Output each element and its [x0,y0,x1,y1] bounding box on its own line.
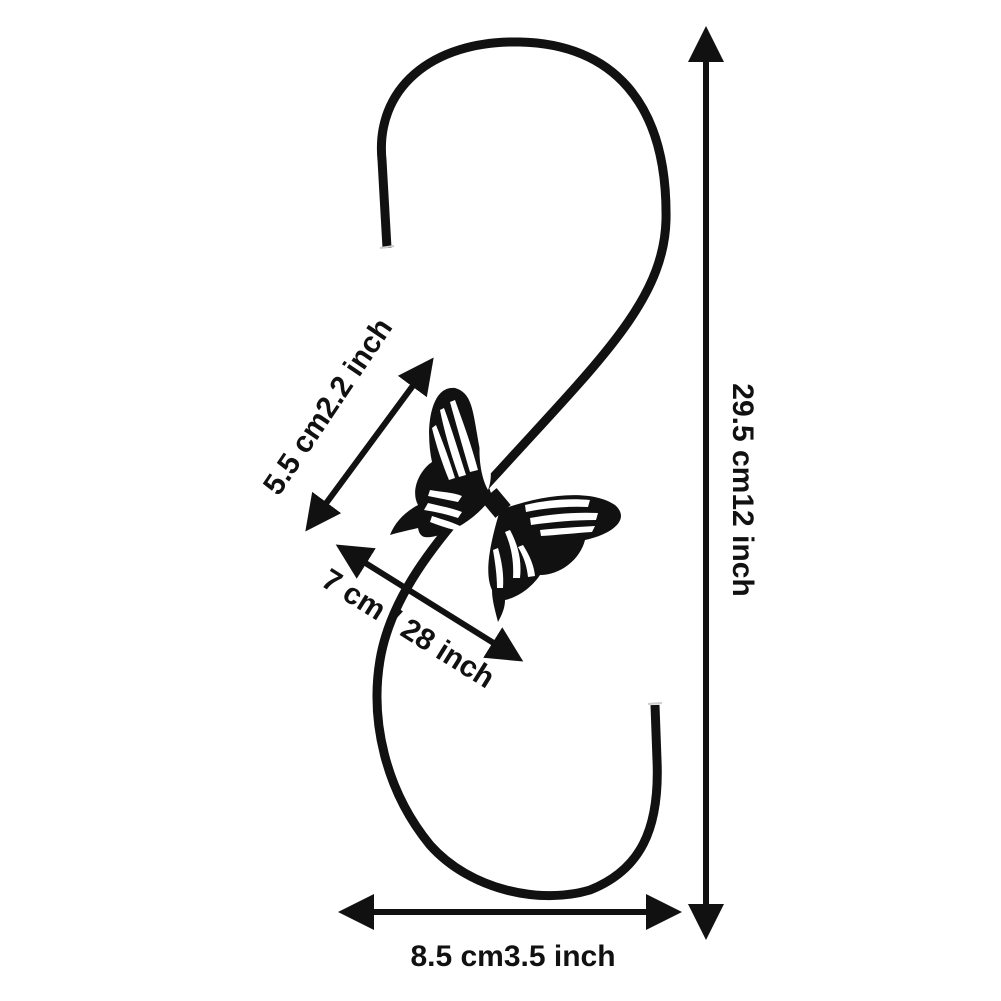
butterfly-width-arrow [335,544,524,662]
butterfly-height-arrow [305,357,434,532]
butterfly-height-label: 5.5 cm2.2 inch [257,312,399,500]
width-label: 8.5 cm3.5 inch [410,940,615,973]
height-label: 29.5 cm12 inch [726,383,759,596]
butterfly-icon [390,387,622,622]
s-hook-icon [372,37,671,901]
